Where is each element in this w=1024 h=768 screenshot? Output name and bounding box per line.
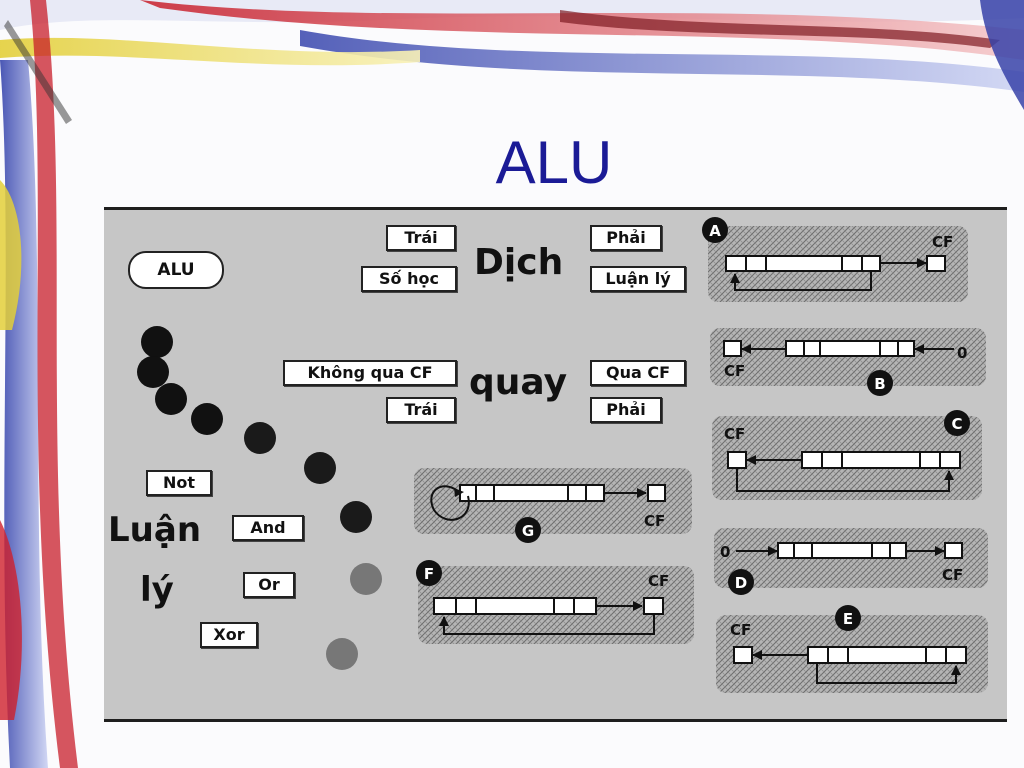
- logic-and-label: And: [232, 515, 304, 541]
- logic-heading-line-1: Luận: [108, 510, 202, 550]
- cf-label-f: CF: [648, 572, 669, 590]
- cf-label-d: CF: [942, 566, 963, 584]
- shift-left-label: Trái: [386, 225, 456, 251]
- shift-arithmetic-label: Số học: [361, 266, 457, 292]
- logic-not-label: Not: [146, 470, 212, 496]
- logic-xor-label: Xor: [200, 622, 258, 648]
- diagram-badges: [416, 217, 970, 631]
- badge-e: E: [843, 610, 853, 628]
- zero-label-b: 0: [957, 344, 967, 362]
- cf-label-g: CF: [644, 512, 665, 530]
- rotate-with-cf-label: Qua CF: [590, 360, 686, 386]
- alu-label: ALU: [128, 251, 224, 289]
- decorative-dots: [137, 326, 382, 670]
- diagram-e: [716, 615, 988, 693]
- rotate-heading: quay: [469, 362, 568, 403]
- zero-label-d: 0: [720, 543, 730, 561]
- badge-f: F: [424, 565, 434, 583]
- diagram-f: [418, 566, 694, 644]
- diagram-c: [712, 416, 982, 500]
- shift-heading: Dịch: [474, 242, 564, 283]
- alu-diagram-panel: A B C D E F G CF CF 0 CF 0 CF CF CF CF A…: [104, 207, 1007, 722]
- shift-right-label: Phải: [590, 225, 662, 251]
- slide-title: ALU: [495, 129, 613, 196]
- logic-heading-line-2: lý: [140, 570, 174, 610]
- rotate-left-label: Trái: [386, 397, 456, 423]
- cf-label-c: CF: [724, 425, 745, 443]
- badge-g: G: [522, 522, 534, 540]
- logic-or-label: Or: [243, 572, 295, 598]
- diagram-d: [714, 528, 988, 588]
- badge-c: C: [951, 415, 962, 433]
- diagram-a: [708, 226, 968, 302]
- badge-b: B: [874, 375, 885, 393]
- shift-logical-label: Luận lý: [590, 266, 686, 292]
- badge-a: A: [709, 222, 721, 240]
- cf-label-b: CF: [724, 362, 745, 380]
- badge-d: D: [735, 574, 747, 592]
- cf-label-a: CF: [932, 233, 953, 251]
- cf-label-e: CF: [730, 621, 751, 639]
- diagram-g: [414, 468, 692, 534]
- alu-operations-diagram: A B C D E F G CF CF 0 CF 0 CF CF CF CF: [137, 217, 988, 693]
- diagram-b: [710, 328, 986, 386]
- rotate-without-cf-label: Không qua CF: [283, 360, 457, 386]
- rotate-right-label: Phải: [590, 397, 662, 423]
